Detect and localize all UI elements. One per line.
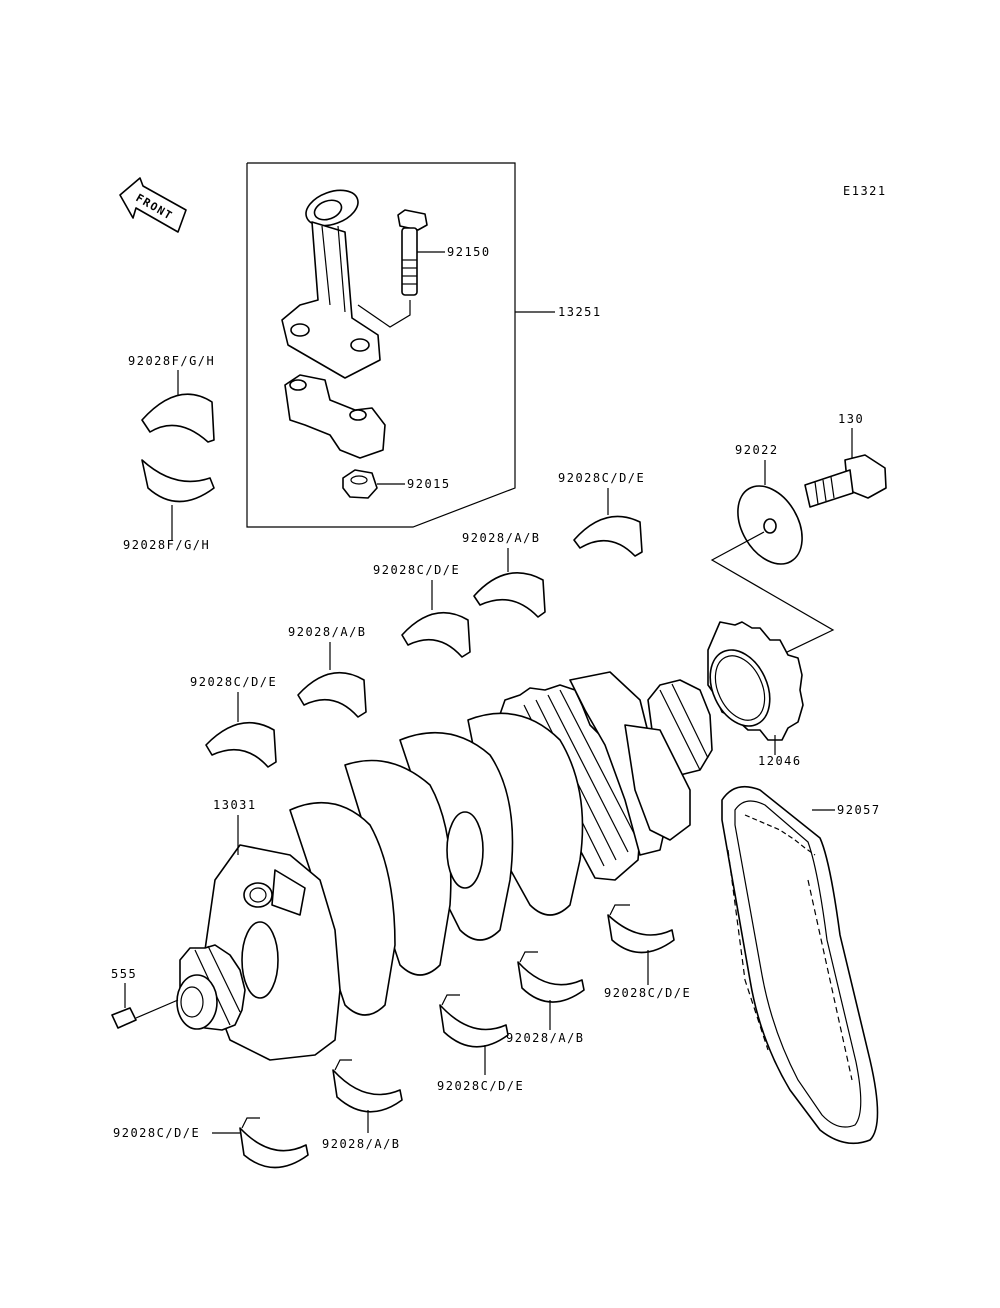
bearing-shell-lower-ab-2 <box>332 1069 403 1113</box>
label-92028fgh-bottom: 92028F/G/H <box>123 538 210 552</box>
label-92028fgh-top: 92028F/G/H <box>128 354 215 368</box>
label-92028cde-low-3: 92028C/D/E <box>113 1126 200 1140</box>
bearing-shell-fgh-upper <box>141 393 215 443</box>
label-92028cde-3: 92028C/D/E <box>190 675 277 689</box>
label-13031: 13031 <box>213 798 257 812</box>
crank-gear-12046: 12046 <box>707 621 804 768</box>
label-12046: 12046 <box>758 754 802 768</box>
bearing-shell-lower-cde-2 <box>439 1004 509 1048</box>
bearing-shell-fgh-lower <box>141 459 215 503</box>
flywheel-bolt-130: 130 <box>804 412 887 508</box>
label-92022: 92022 <box>735 443 779 457</box>
conrod-bolt-92150: 92150 <box>397 209 491 296</box>
label-92028ab-2: 92028/A/B <box>288 625 367 639</box>
front-arrow-icon: FRONT <box>119 177 187 233</box>
label-92015: 92015 <box>407 477 451 491</box>
label-92028cde-low-2: 92028C/D/E <box>437 1079 524 1093</box>
label-555: 555 <box>111 967 137 981</box>
label-92028cde-low-1: 92028C/D/E <box>604 986 691 1000</box>
label-92028ab-low-2: 92028/A/B <box>322 1137 401 1151</box>
label-13251: 13251 <box>558 305 602 319</box>
connecting-rod <box>281 189 411 379</box>
dowel-pin-555: 555 <box>111 967 179 1029</box>
diagram-code: E1321 <box>843 184 887 198</box>
label-92028cde-2: 92028C/D/E <box>373 563 460 577</box>
conrod-cap <box>284 374 386 459</box>
bearing-shell-lower-ab-1 <box>517 961 585 1003</box>
conrod-assembly-box: 13251 <box>246 162 602 528</box>
bearing-shell-ab-1 <box>473 572 546 618</box>
bearing-shell-lower-cde-1 <box>607 914 675 954</box>
conrod-nut-92015: 92015 <box>342 469 451 499</box>
bearing-shell-cde-2 <box>401 611 471 658</box>
label-92057: 92057 <box>837 803 881 817</box>
washer-92022: 92022 <box>710 443 835 666</box>
cam-chain-92057: 92057 <box>721 785 881 1145</box>
label-92028ab-low-1: 92028/A/B <box>506 1031 585 1045</box>
label-130: 130 <box>838 412 864 426</box>
label-92150: 92150 <box>447 245 491 259</box>
bearing-shell-lower-cde-3 <box>239 1127 309 1169</box>
bearing-shell-cde-1 <box>573 515 643 557</box>
bearing-shell-ab-2 <box>297 671 367 718</box>
label-92028ab-1: 92028/A/B <box>462 531 541 545</box>
label-92028cde-1: 92028C/D/E <box>558 471 645 485</box>
crankshaft-13031: 13031 <box>176 671 713 1061</box>
bearing-shell-cde-3 <box>205 722 277 768</box>
